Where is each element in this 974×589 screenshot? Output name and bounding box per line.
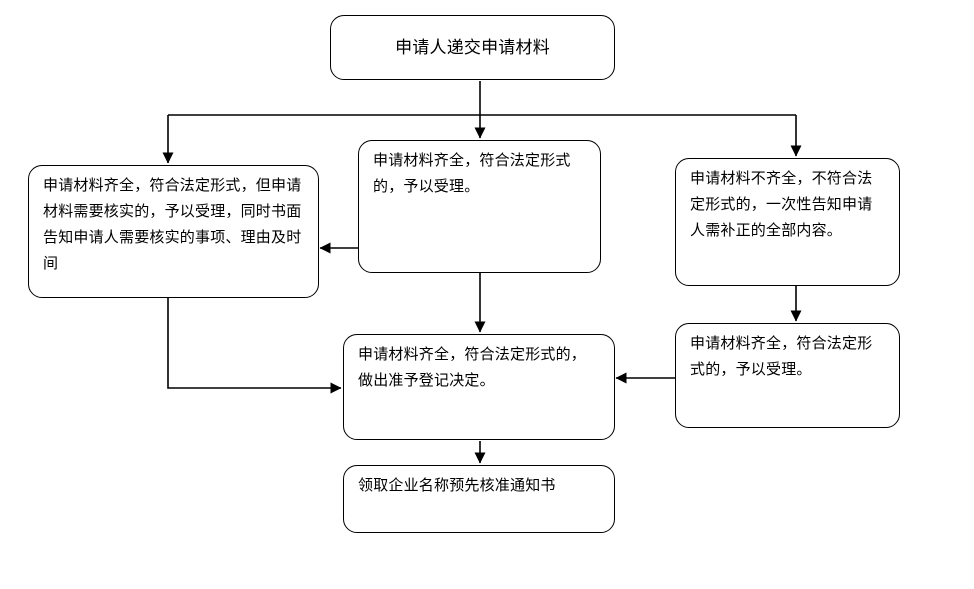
- node-approve-registration-label: 申请材料齐全，符合法定形式的，做出准予登记决定。: [358, 345, 587, 389]
- node-verify-needed[interactable]: 申请材料齐全，符合法定形式，但申请材料需要核实的，予以受理，同时书面告知申请人需…: [28, 165, 319, 298]
- edge-verify-needed-to-approve: [167, 298, 342, 394]
- node-incomplete-notify[interactable]: 申请材料不齐全，不符合法定形式的，一次性告知申请人需补正的全部内容。: [675, 158, 900, 286]
- node-submit-materials-label: 申请人递交申请材料: [395, 37, 550, 58]
- node-incomplete-notify-label: 申请材料不齐全，不符合法定形式的，一次性告知申请人需补正的全部内容。: [690, 169, 873, 239]
- node-accept-after-fix-label: 申请材料齐全，符合法定形式的，予以受理。: [690, 334, 873, 378]
- node-approve-registration[interactable]: 申请材料齐全，符合法定形式的，做出准予登记决定。: [343, 334, 615, 440]
- node-submit-materials[interactable]: 申请人递交申请材料: [330, 15, 615, 80]
- node-verify-needed-label: 申请材料齐全，符合法定形式，但申请材料需要核实的，予以受理，同时书面告知申请人需…: [43, 176, 302, 272]
- node-receive-notice-label: 领取企业名称预先核准通知书: [358, 476, 556, 494]
- node-accept-complete[interactable]: 申请材料齐全，符合法定形式的，予以受理。: [358, 140, 601, 273]
- node-accept-complete-label: 申请材料齐全，符合法定形式的，予以受理。: [373, 151, 571, 195]
- node-receive-notice[interactable]: 领取企业名称预先核准通知书: [343, 465, 615, 533]
- node-accept-after-fix[interactable]: 申请材料齐全，符合法定形式的，予以受理。: [675, 323, 900, 428]
